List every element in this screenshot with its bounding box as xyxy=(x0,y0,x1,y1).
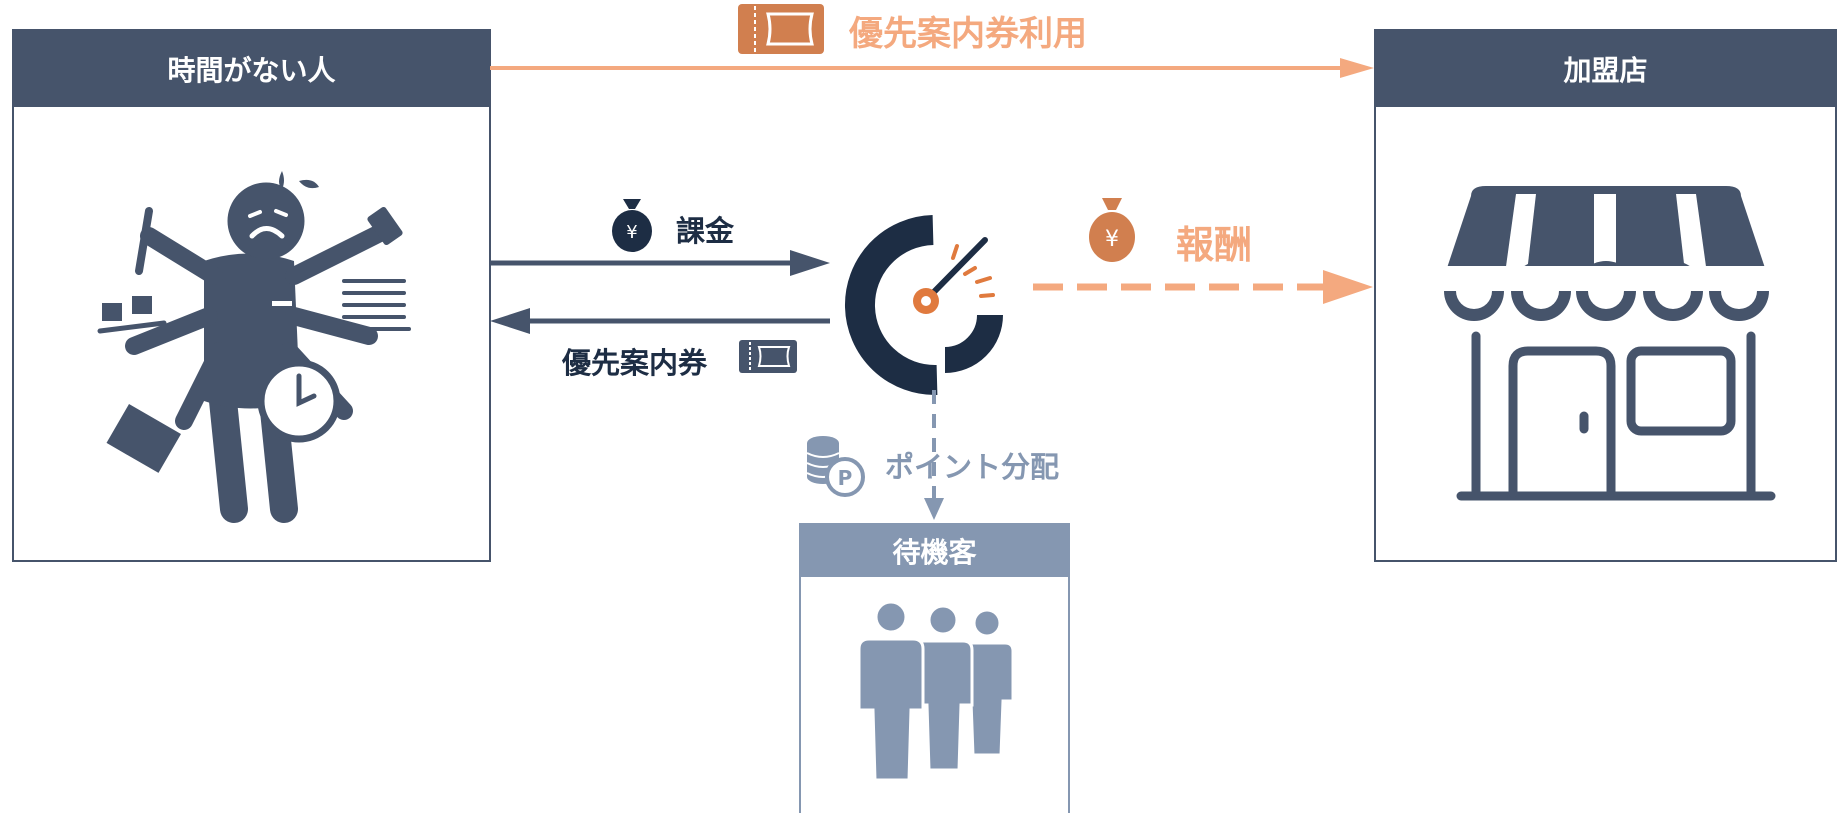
busy-person-box: 時間がない人 xyxy=(12,29,491,562)
reward-arrow xyxy=(1033,270,1373,304)
priority-use-arrow xyxy=(490,58,1374,78)
reward-label: 報酬 xyxy=(1176,223,1253,267)
priority-use-label: 優先案内券利用 xyxy=(849,14,1087,54)
point-distribution-label: ポイント分配 xyxy=(885,450,1060,484)
service-logo-icon xyxy=(844,215,1003,396)
charge-label: 課金 xyxy=(676,214,735,248)
priority-ticket-arrow xyxy=(490,308,830,334)
waiting-customers-title: 待機客 xyxy=(801,525,1068,577)
money-bag-icon: ¥ xyxy=(612,199,652,252)
priority-ticket-label: 優先案内券 xyxy=(562,346,708,380)
svg-text:¥: ¥ xyxy=(1105,227,1119,252)
svg-text:¥: ¥ xyxy=(626,222,637,243)
ticket-icon xyxy=(738,4,824,54)
shop-box: 加盟店 xyxy=(1374,29,1837,562)
svg-text:P: P xyxy=(838,466,853,490)
money-bag-icon: ¥ xyxy=(1089,198,1135,262)
point-distribution-arrow xyxy=(924,390,944,520)
storefront-icon xyxy=(1436,186,1776,501)
point-coins-icon: P xyxy=(806,436,865,497)
people-group-icon xyxy=(857,600,1015,782)
charge-arrow xyxy=(490,250,830,276)
busy-person-icon xyxy=(97,171,411,523)
waiting-customers-box: 待機客 xyxy=(799,523,1070,813)
ticket-icon xyxy=(739,340,797,373)
shop-title: 加盟店 xyxy=(1376,31,1835,107)
busy-person-title: 時間がない人 xyxy=(14,31,489,107)
